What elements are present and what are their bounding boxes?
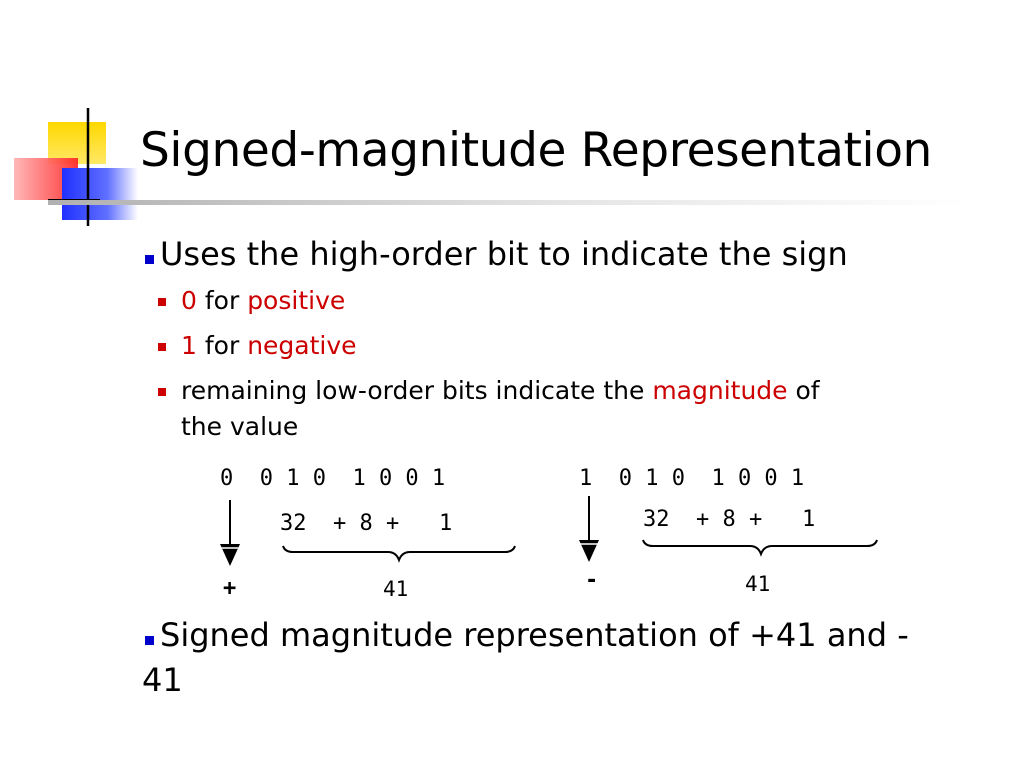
caption-line-1: Signed magnitude representation of +41 a… [160,616,909,654]
positive-word: positive [247,286,346,315]
total-positive: 41 [383,577,409,601]
sub-bullet-marker [158,343,166,351]
total-negative: 41 [745,572,771,596]
bullet-example-caption: Signed magnitude representation of +41 a… [145,615,909,655]
sign-bit-arrow-negative [579,496,599,562]
sum-negative: 32 + 8 + 1 [643,507,816,532]
decorative-logo [14,108,138,226]
bullet-marker [145,635,154,645]
title-underline-rule [48,200,968,205]
sum-positive: 32 + 8 + 1 [280,511,453,536]
caption-line-2: 41 [142,661,183,699]
slide-title: Signed-magnitude Representation [140,123,932,178]
for-text: for [196,331,248,360]
sub-bullet-marker [158,388,166,396]
negative-word: negative [247,331,357,360]
bullet-text: Uses the high-order bit to indicate the … [160,235,848,273]
bullet-sign-bit: Uses the high-order bit to indicate the … [145,234,848,274]
bullet-marker [145,254,154,264]
bits-negative-41: 1 0 1 0 1 0 0 1 [579,466,805,491]
magnitude-line-start: remaining low-order bits indicate the [181,376,653,405]
sub-bullet-marker [158,298,166,306]
bit-zero: 0 [181,286,197,315]
sign-bit-arrow-positive [220,500,240,566]
bits-positive-41: 0 0 1 0 1 0 0 1 [220,466,446,491]
magnitude-line-2: the value [181,412,299,441]
sign-plus: + [223,576,237,601]
for-text: for [196,286,248,315]
bit-one: 1 [181,331,197,360]
magnitude-line-end: of [787,376,820,405]
sign-minus: - [585,568,599,593]
magnitude-brace-negative [642,539,878,557]
magnitude-brace-positive [282,545,516,563]
magnitude-word: magnitude [652,376,788,405]
